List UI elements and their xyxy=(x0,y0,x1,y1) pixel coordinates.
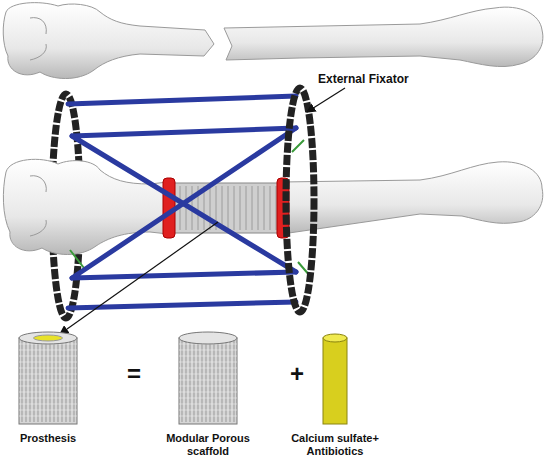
operator-symbol: = xyxy=(127,360,141,388)
part-label: Prosthesis xyxy=(0,432,108,445)
cylinder-shape xyxy=(270,330,400,430)
implant-part: Calcium sulfate+ Antibiotics xyxy=(270,330,400,458)
cylinder-shape xyxy=(146,330,270,430)
part-label: Calcium sulfate+ Antibiotics xyxy=(270,432,400,458)
implant-part: Prosthesis xyxy=(0,330,108,445)
cylinder-shape xyxy=(0,330,108,430)
broken-femur xyxy=(3,3,543,79)
femur xyxy=(3,159,542,254)
leader-arrow xyxy=(307,88,345,112)
part-label: Modular Porous scaffold xyxy=(146,432,270,458)
leader-arrow xyxy=(60,222,218,334)
fixator-rod xyxy=(68,96,296,308)
operator-symbol: + xyxy=(290,360,304,388)
implant-part: Modular Porous scaffold xyxy=(146,330,270,458)
callout-label: External Fixator xyxy=(318,72,409,86)
fixator-ring xyxy=(286,88,314,312)
